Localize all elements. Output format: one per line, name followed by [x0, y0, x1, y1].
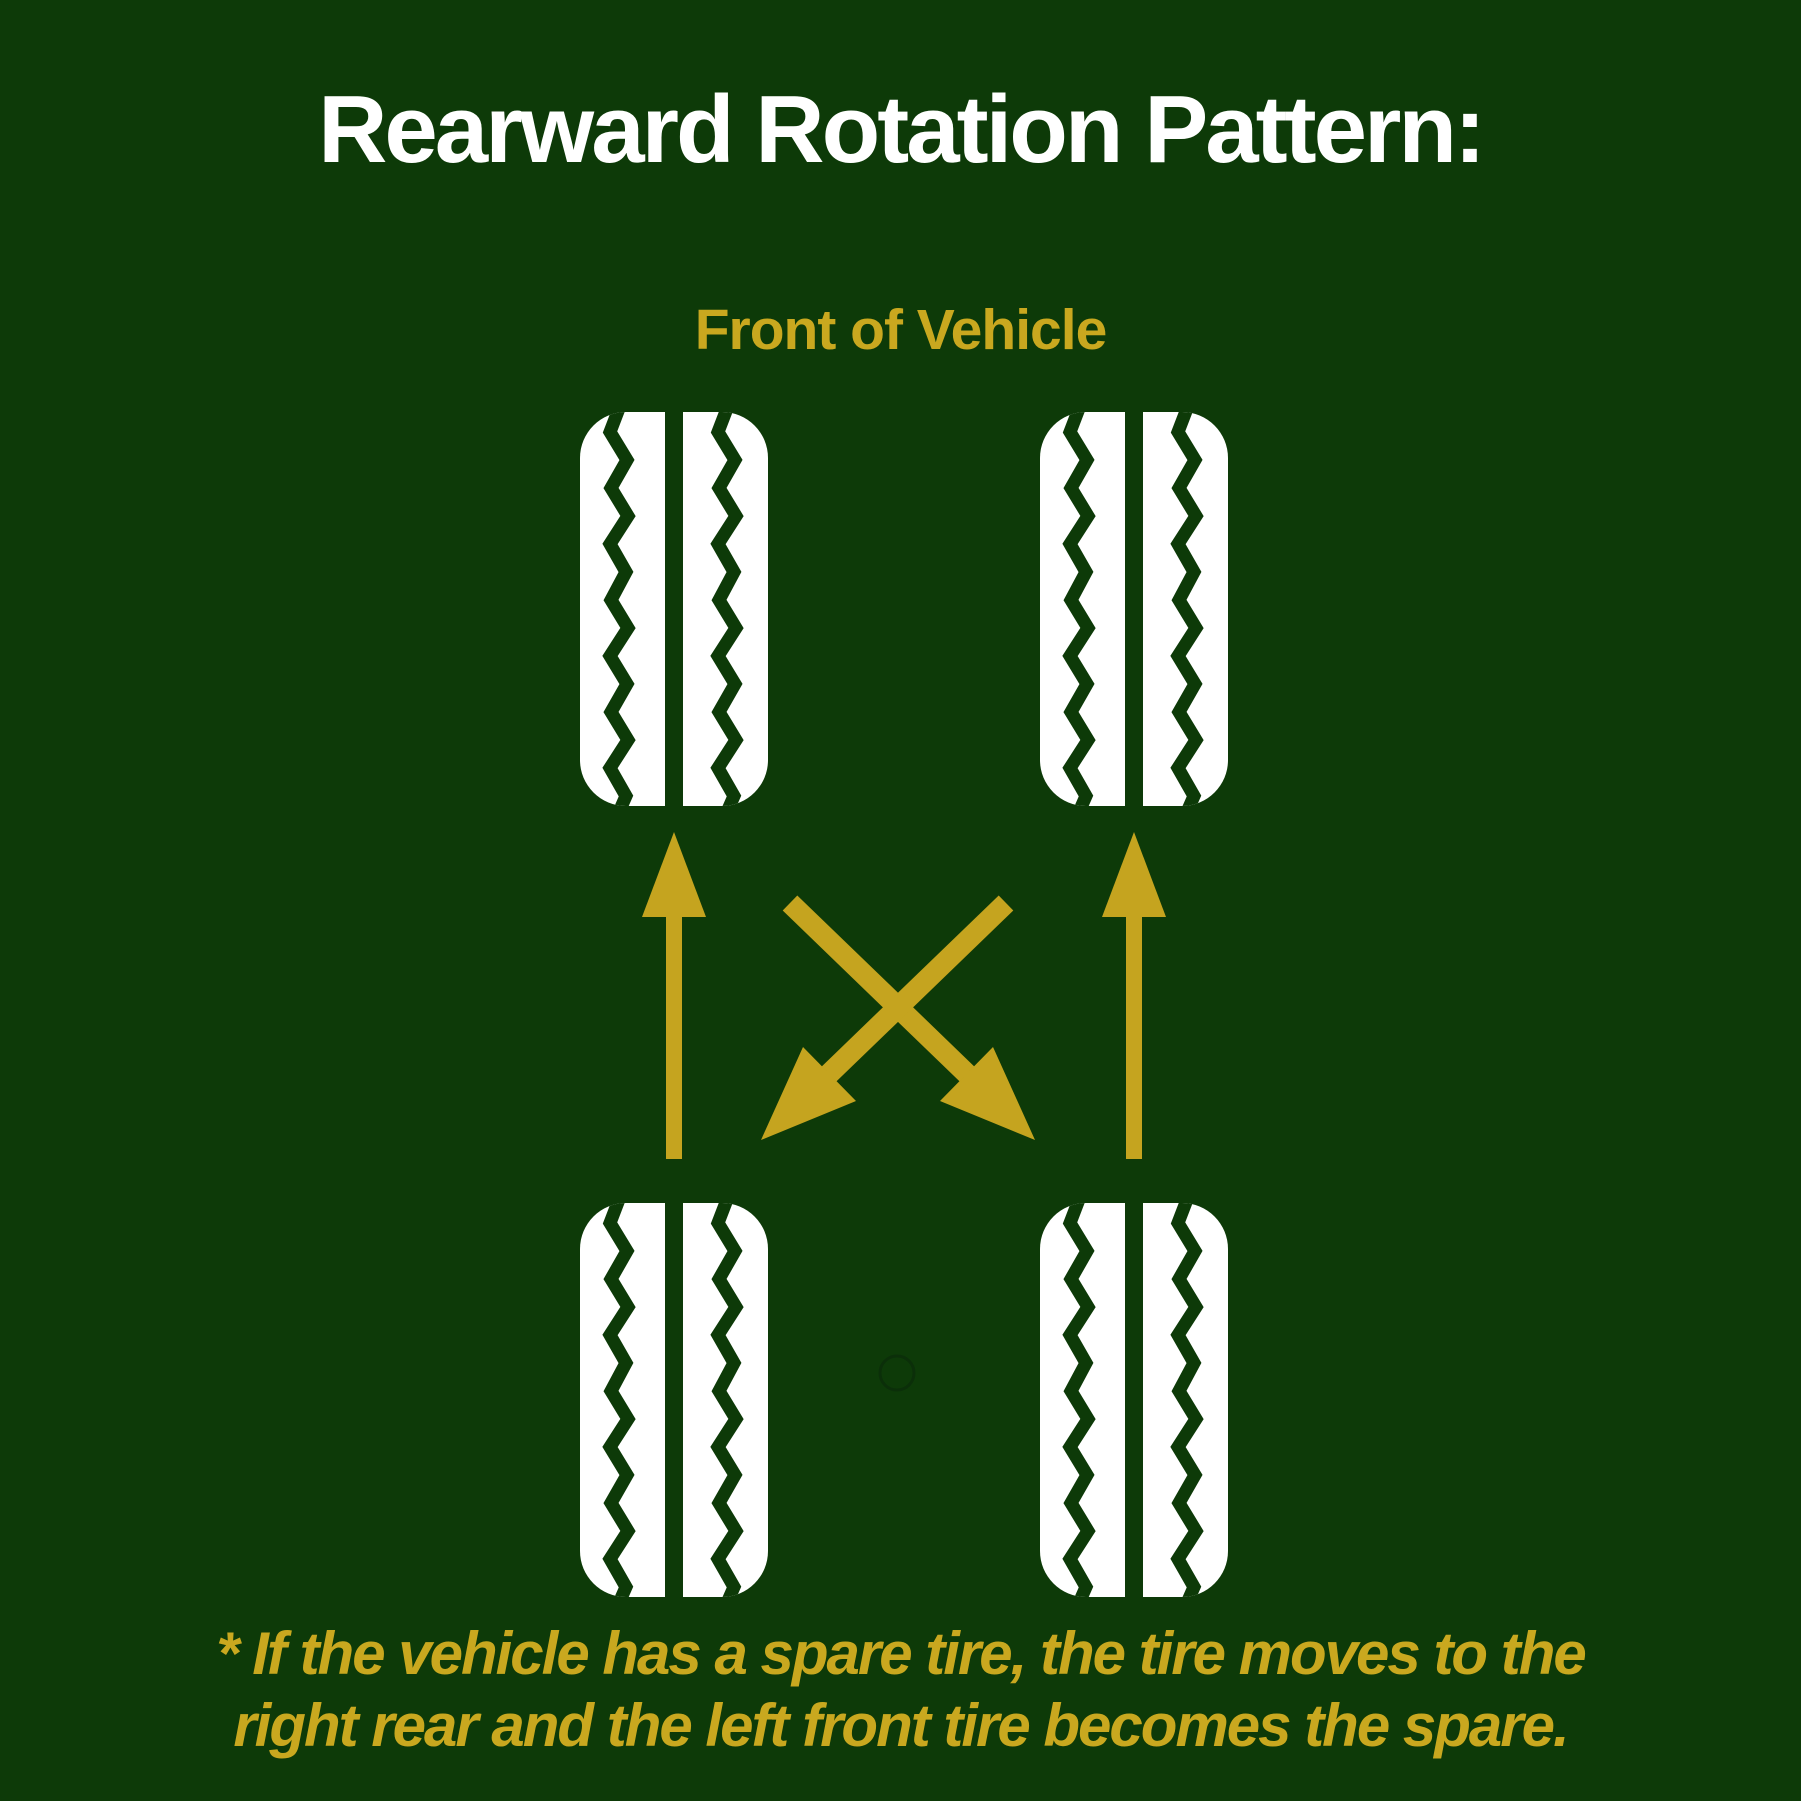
page-title: Rearward Rotation Pattern: — [318, 76, 1486, 183]
tire-icon-front-left — [580, 412, 768, 806]
tire-icon-rear-left — [580, 1203, 768, 1597]
watermark-circle — [878, 1354, 916, 1392]
tire-icon-rear-right — [1040, 1203, 1228, 1597]
arrow-cross-down-right-icon — [782, 895, 1035, 1140]
front-of-vehicle-label: Front of Vehicle — [694, 298, 1108, 362]
arrow-up-right-icon — [1102, 832, 1166, 1159]
arrow-up-left-icon — [642, 832, 706, 1159]
footnote-line-2: right rear and the left front tire becom… — [233, 1692, 1569, 1759]
tire-icon-front-right — [1040, 412, 1228, 806]
arrow-cross-down-left-icon — [761, 895, 1014, 1140]
footnote-line-1: * If the vehicle has a spare tire, the t… — [216, 1620, 1587, 1687]
spare-tire-footnote: * If the vehicle has a spare tire, the t… — [0, 1618, 1801, 1762]
